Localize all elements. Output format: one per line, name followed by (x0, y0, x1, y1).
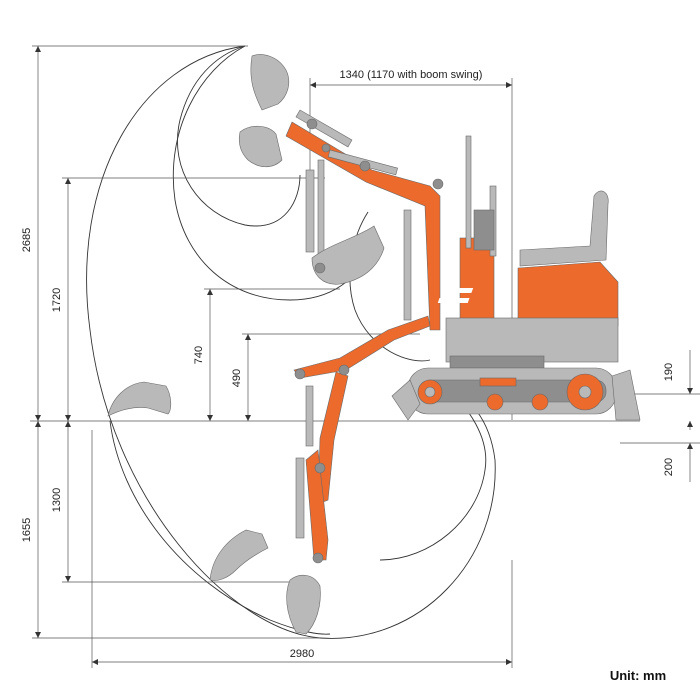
dim-max-dig-height: 2685 (21, 45, 248, 421)
label-dump-height-b: 740 (193, 346, 205, 364)
dim-dump-height-b: 740 (193, 288, 340, 421)
bucket-top-ghost (238, 54, 290, 168)
unit-label: Unit: mm (610, 668, 666, 683)
lowered-arm (286, 315, 431, 635)
label-max-dig-depth: 1655 (21, 518, 33, 542)
dim-max-dig-depth: 1655 (21, 421, 320, 639)
dim-blade-depth: 200 (620, 442, 700, 482)
label-ground-clearance: 190 (663, 363, 675, 381)
label-max-dump-height: 1720 (51, 288, 63, 312)
label-vertical-dig-depth: 1300 (51, 488, 63, 512)
label-max-dig-height: 2685 (21, 228, 33, 252)
dim-max-reach: 2980 (91, 430, 513, 668)
label-max-reach: 2980 (290, 648, 314, 660)
bucket-left-ghost (107, 381, 172, 417)
label-blade-depth: 200 (663, 458, 675, 476)
bucket-bottom-ghost (209, 529, 269, 581)
dim-max-dump-height: 1720 (51, 177, 325, 421)
label-top-width: 1340 (1170 with boom swing) (340, 69, 483, 81)
label-blade-lift: 490 (231, 369, 243, 387)
dim-ground-clearance: 190 (630, 350, 700, 430)
raised-arm (285, 109, 444, 331)
machine-body (391, 135, 641, 421)
dim-blade-lift: 490 (231, 333, 420, 421)
dim-vertical-dig-depth: 1300 (51, 421, 300, 583)
